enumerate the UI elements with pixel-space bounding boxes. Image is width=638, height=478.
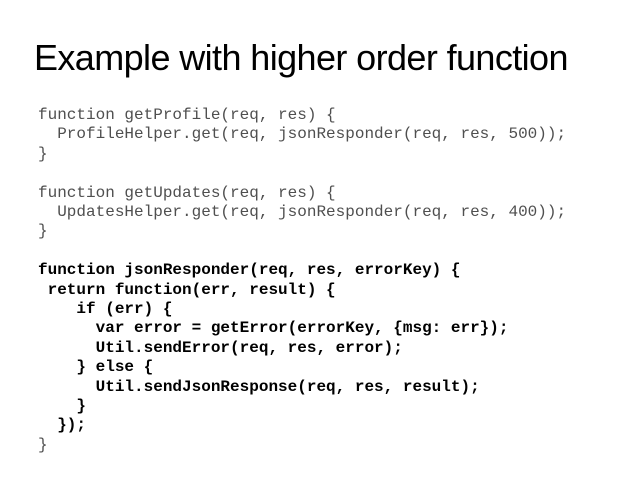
code-line: var error = getError(errorKey, {msg: err… [38, 319, 509, 338]
code-line: }); [38, 416, 87, 435]
code-block: function getProfile(req, res) { ProfileH… [38, 106, 566, 455]
code-line [38, 242, 566, 261]
code-line: } [38, 144, 48, 163]
code-line: function getUpdates(req, res) { [38, 183, 336, 202]
code-line: function jsonResponder(req, res, errorKe… [38, 261, 461, 280]
code-line: if (err) { [38, 300, 173, 319]
code-line [38, 164, 566, 183]
code-line: return function(err, result) { [38, 280, 336, 299]
code-line: } [38, 397, 87, 416]
code-line: } [38, 222, 48, 241]
code-line: function getProfile(req, res) { [38, 106, 336, 124]
code-line: Util.sendError(req, res, error); [38, 338, 403, 357]
slide-title: Example with higher order function [34, 37, 569, 78]
code-line: } else { [38, 358, 154, 377]
code-line: UpdatesHelper.get(req, jsonResponder(req… [38, 203, 567, 222]
code-line: } [38, 435, 48, 454]
code-line: ProfileHelper.get(req, jsonResponder(req… [38, 125, 567, 144]
code-line: Util.sendJsonResponse(req, res, result); [38, 377, 480, 396]
